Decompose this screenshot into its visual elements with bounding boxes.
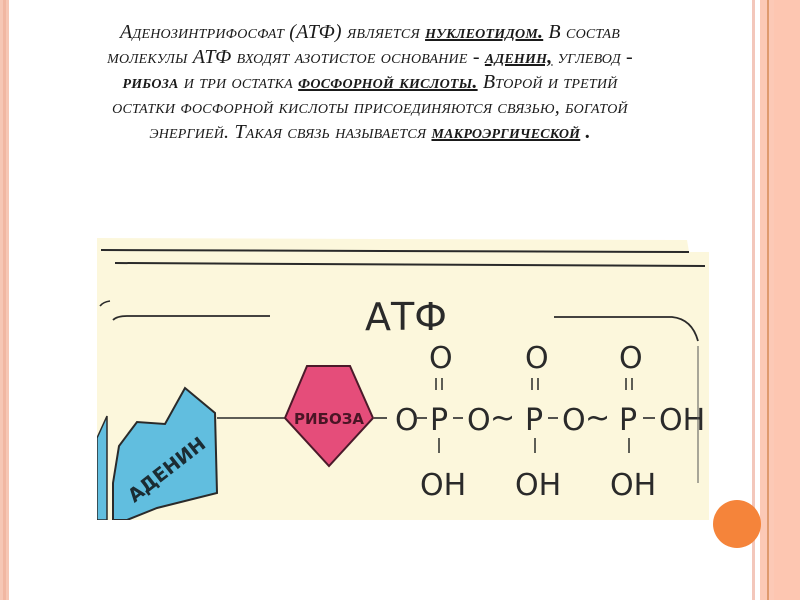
ribose-label: РИБОЗА — [294, 410, 364, 428]
keyword-ribose: рибоза — [122, 71, 179, 93]
atom-o: O — [395, 403, 419, 438]
diagram-paper — [97, 238, 709, 520]
slide-paragraph: Аденозинтрифосфат (АТФ) является нуклеот… — [30, 20, 710, 145]
accent-dot — [713, 500, 761, 548]
text-fragment: углевод - — [552, 46, 633, 68]
text-fragment: молекулы АТФ входят азотистое основание … — [107, 46, 485, 68]
text-line-5: энергией. Такая связь называется макроэр… — [30, 120, 710, 145]
atom-o: O — [562, 403, 586, 438]
high-energy-bond: ~ — [585, 401, 610, 436]
atp-structure-diagram: АТФ АДЕНИН РИБОЗА O P O ~ P O ~ P OH O O… — [97, 238, 709, 520]
bracket-line-right — [554, 316, 699, 342]
text-line-4: остатки фосфорной кислоты присоединяются… — [112, 96, 628, 118]
phosphate-chain: O P O ~ P O ~ P OH O O O OH OH OH — [374, 341, 705, 503]
border-stripe — [774, 0, 800, 600]
text-fragment: Аденозинтрифосфат (АТФ) является — [119, 21, 426, 43]
atom-oh-side: OH — [515, 468, 561, 503]
atom-o: O — [467, 403, 491, 438]
atom-o-double: O — [525, 341, 549, 376]
text-fragment: и три остатка — [178, 71, 299, 93]
atom-o-double: O — [429, 341, 453, 376]
adenine-fragment — [97, 415, 108, 520]
atom-oh: OH — [659, 403, 705, 438]
border-stripe — [767, 0, 769, 600]
text-line-1: Аденозинтрифосфат (АТФ) является нуклеот… — [30, 20, 710, 45]
text-line-3: рибоза и три остатка фосфорной кислоты. … — [30, 70, 710, 95]
text-line-2: молекулы АТФ входят азотистое основание … — [30, 45, 710, 70]
right-border-decoration — [752, 0, 800, 600]
text-fragment: Второй и третий — [477, 71, 618, 93]
atom-p: P — [525, 403, 543, 438]
bracket-line-left — [112, 315, 270, 321]
bracket-line — [99, 300, 111, 307]
border-stripe — [752, 0, 755, 600]
text-fragment: . — [580, 121, 591, 143]
keyword-nucleotide: нуклеотидом. — [425, 21, 544, 43]
atom-oh-side: OH — [420, 468, 466, 503]
rule-line — [114, 262, 706, 267]
keyword-adenine: аденин, — [484, 46, 553, 68]
keyword-phosphoric-acid: фосфорной кислоты. — [298, 71, 478, 93]
atom-p: P — [619, 403, 637, 438]
rule-line — [100, 249, 690, 253]
atom-o-double: O — [619, 341, 643, 376]
atom-oh-side: OH — [610, 468, 656, 503]
adenine-shape — [112, 386, 219, 520]
diagram-title: АТФ — [365, 295, 447, 339]
ribose-shape — [283, 365, 375, 468]
left-border-decoration — [0, 0, 9, 600]
keyword-macroergic: макроэргической — [431, 121, 581, 143]
text-fragment: энергией. Такая связь называется — [149, 121, 432, 143]
atom-p: P — [430, 403, 448, 438]
text-fragment: В состав — [543, 21, 621, 43]
high-energy-bond: ~ — [490, 401, 515, 436]
